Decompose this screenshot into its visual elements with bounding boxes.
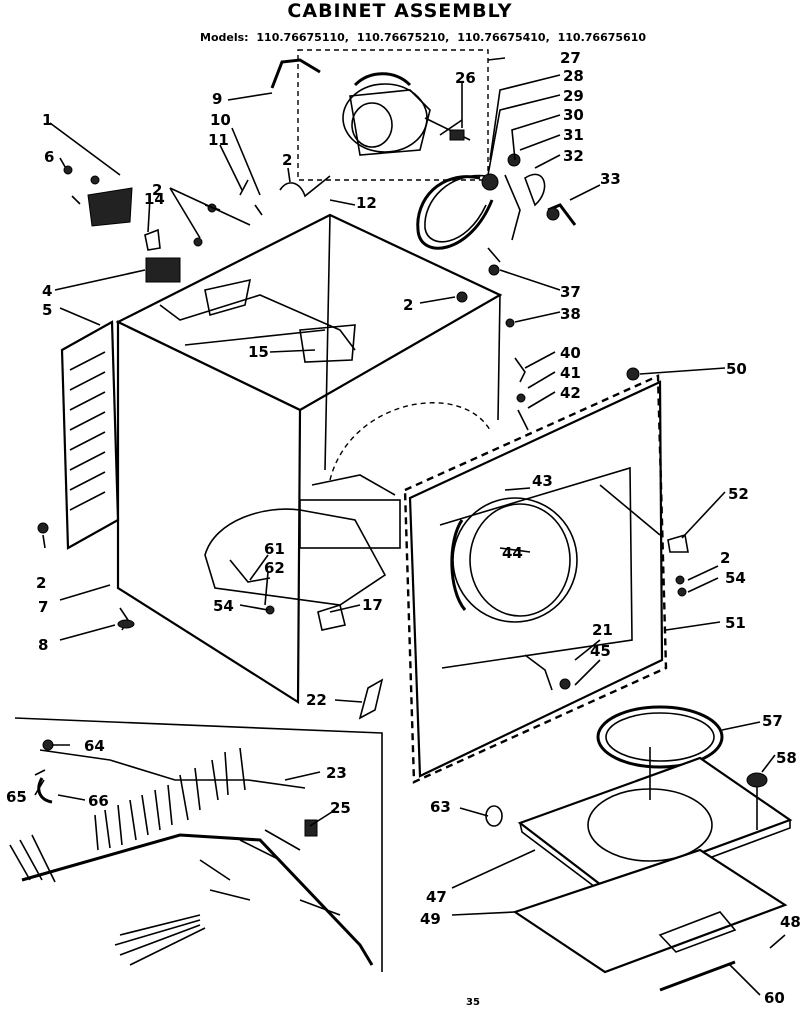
- callout-32: 32: [563, 147, 584, 165]
- callout-7: 7: [38, 598, 48, 616]
- callout-63: 63: [430, 798, 451, 816]
- lead-to-motor: [270, 58, 321, 89]
- callout-51: 51: [725, 614, 746, 632]
- callout-8: 8: [38, 636, 48, 654]
- callout-52: 52: [728, 485, 749, 503]
- callout-49: 49: [420, 910, 441, 928]
- callout-2: 2: [720, 549, 730, 567]
- wiring-harness-inset: [9, 717, 383, 972]
- callout-2: 2: [36, 574, 46, 592]
- callout-12: 12: [356, 194, 377, 212]
- callout-labels: 1 2 2 2 2 2 4 5 6 7 8 9 10 11 12 14 15 1…: [6, 49, 800, 1007]
- callout-23: 23: [326, 764, 347, 782]
- callout-43: 43: [532, 472, 553, 490]
- callout-11: 11: [208, 131, 229, 149]
- callout-2: 2: [282, 151, 292, 169]
- model-number: 110.76675610: [557, 31, 646, 44]
- callout-58: 58: [776, 749, 797, 767]
- callout-54: 54: [725, 569, 746, 587]
- callout-5: 5: [42, 301, 52, 319]
- callout-61: 61: [264, 540, 285, 558]
- callout-57: 57: [762, 712, 783, 730]
- front-panel: [403, 374, 668, 784]
- drive-motor: [342, 72, 471, 156]
- callout-44: 44: [502, 544, 523, 562]
- callout-21: 21: [592, 621, 613, 639]
- callout-54: 54: [213, 597, 234, 615]
- base-area: [204, 474, 401, 631]
- callout-48: 48: [780, 913, 800, 931]
- page-number: 35: [466, 997, 480, 1008]
- callout-6: 6: [44, 148, 54, 166]
- diagram-title: CABINET ASSEMBLY: [287, 0, 513, 22]
- model-number: 110.76675110,: [256, 31, 349, 44]
- callout-17: 17: [362, 596, 383, 614]
- callout-37: 37: [560, 283, 581, 301]
- model-number: 110.76675410,: [457, 31, 550, 44]
- callout-64: 64: [84, 737, 105, 755]
- callout-28: 28: [563, 67, 584, 85]
- callout-10: 10: [210, 111, 231, 129]
- callout-9: 9: [212, 90, 222, 108]
- door-assembly: [485, 705, 793, 992]
- small-parts: [37, 247, 515, 720]
- callout-33: 33: [600, 170, 621, 188]
- callout-41: 41: [560, 364, 581, 382]
- callout-15: 15: [248, 343, 269, 361]
- top-brackets: [59, 157, 331, 283]
- callout-29: 29: [563, 87, 584, 105]
- callout-2: 2: [152, 181, 162, 199]
- callout-4: 4: [42, 282, 52, 300]
- callout-42: 42: [560, 384, 581, 402]
- callout-40: 40: [560, 344, 581, 362]
- callout-45: 45: [590, 642, 611, 660]
- idler-assembly: [481, 153, 577, 241]
- drum-belt: [416, 175, 494, 250]
- callout-25: 25: [330, 799, 351, 817]
- callout-2: 2: [403, 296, 413, 314]
- callout-14: 14: [144, 190, 165, 208]
- callout-66: 66: [88, 792, 109, 810]
- callout-30: 30: [563, 106, 584, 124]
- callout-65: 65: [6, 788, 27, 806]
- model-number: 110.76675210,: [356, 31, 450, 44]
- models-label: Models:: [200, 31, 249, 44]
- callout-62: 62: [264, 559, 285, 577]
- callout-47: 47: [426, 888, 447, 906]
- callout-38: 38: [560, 305, 581, 323]
- callout-60: 60: [764, 989, 785, 1007]
- leader-lines: [34, 57, 786, 996]
- front-panel-hardware: [514, 357, 689, 597]
- callout-26: 26: [455, 69, 476, 87]
- callout-27: 27: [560, 49, 581, 67]
- callout-50: 50: [726, 360, 747, 378]
- rear-panel: [60, 320, 120, 550]
- callout-1: 1: [42, 111, 52, 129]
- callout-22: 22: [306, 691, 327, 709]
- callout-31: 31: [563, 126, 584, 144]
- model-numbers: Models: 110.76675110, 110.76675210, 110.…: [200, 31, 646, 44]
